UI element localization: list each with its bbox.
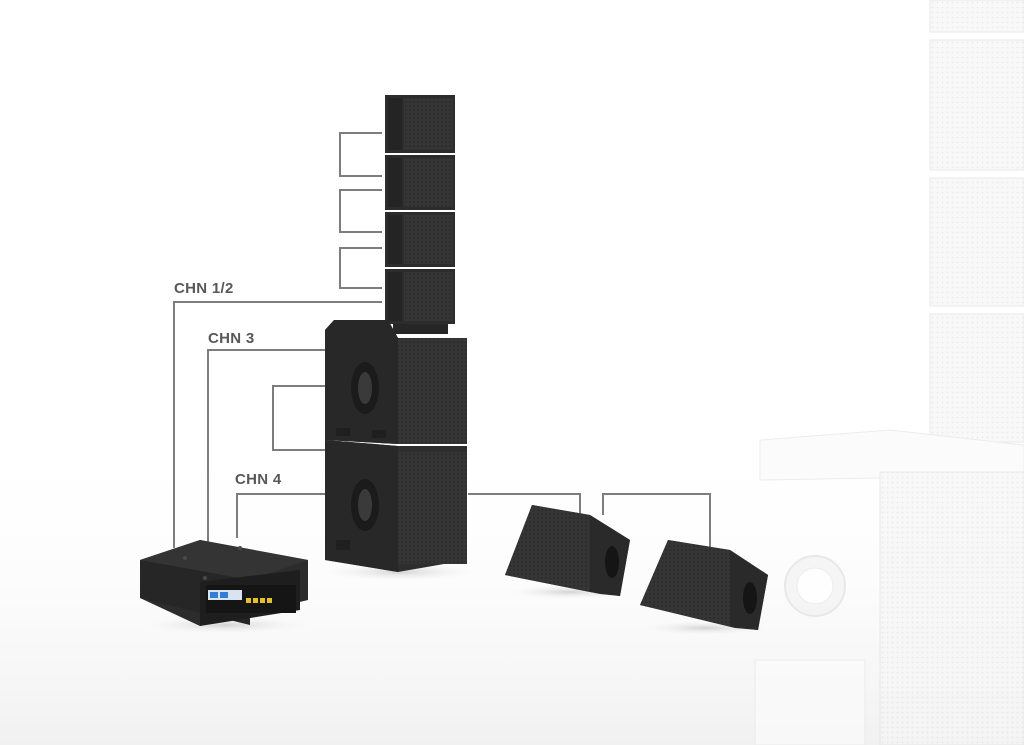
line-array-module-3 bbox=[385, 212, 455, 267]
amplifier bbox=[130, 540, 320, 635]
subwoofer-stack bbox=[310, 320, 490, 582]
line-array bbox=[385, 95, 455, 334]
subwoofer-top bbox=[325, 320, 467, 444]
channel-label-chn-3: CHN 3 bbox=[208, 330, 255, 347]
line-array-module-1 bbox=[385, 95, 455, 153]
line-array-module-2 bbox=[385, 155, 455, 210]
background-watermark bbox=[754, 0, 1024, 745]
channel-label-chn-4: CHN 4 bbox=[235, 471, 282, 488]
subwoofer-bottom bbox=[325, 440, 467, 572]
connection-lines bbox=[173, 132, 711, 548]
floor-monitor-2 bbox=[633, 540, 777, 636]
floor-monitor-1 bbox=[498, 505, 642, 600]
line-array-module-4 bbox=[385, 269, 455, 324]
channel-label-chn-1-2: CHN 1/2 bbox=[174, 280, 234, 297]
